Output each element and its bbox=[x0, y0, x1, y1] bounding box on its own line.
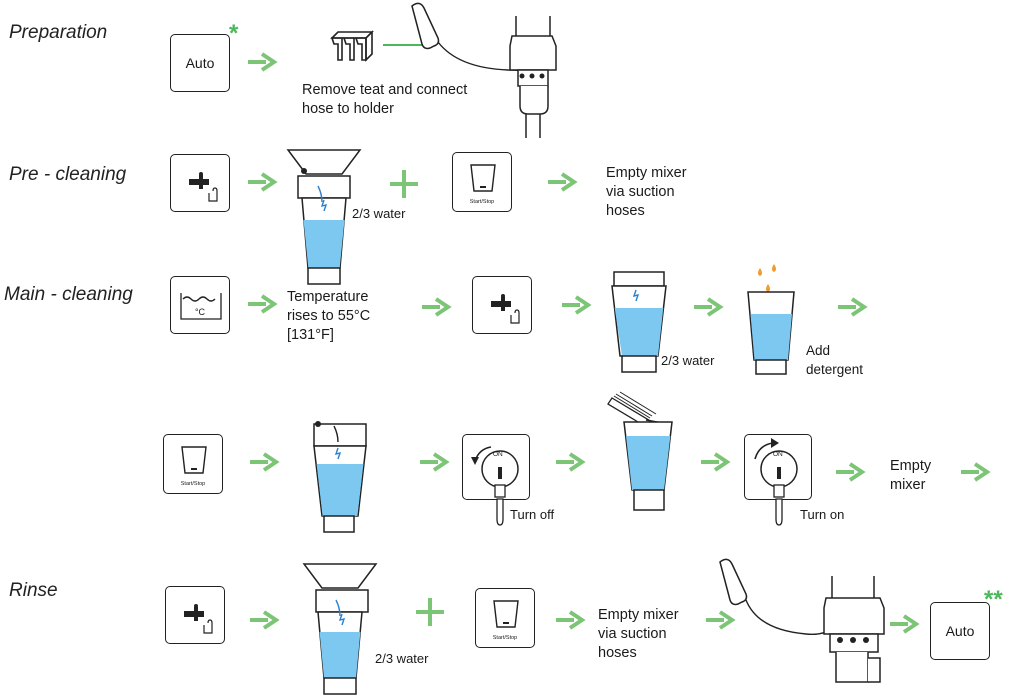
arrow-icon bbox=[694, 297, 724, 317]
empty-mixer-label: Empty mixer bbox=[890, 458, 932, 493]
start-stop-label: Start/Stop bbox=[180, 481, 206, 487]
empty-mixer-label: Empty mixer via suction hoses bbox=[606, 165, 687, 219]
remove-teat-label: Remove teat and connect hose to holder bbox=[302, 82, 468, 117]
arrow-icon bbox=[701, 452, 731, 472]
water-label: 2/3 water bbox=[352, 206, 406, 221]
auto-button: Auto bbox=[930, 602, 990, 660]
start-stop-label: Start/Stop bbox=[492, 635, 518, 641]
arrow-icon bbox=[248, 294, 278, 314]
arrow-icon bbox=[562, 295, 592, 315]
connector-line bbox=[383, 44, 429, 46]
mixer-icon bbox=[313, 421, 367, 533]
switch-icon bbox=[754, 438, 798, 526]
arrow-icon bbox=[556, 452, 586, 472]
section-title-rinse: Rinse bbox=[9, 580, 58, 601]
tap-hand-button bbox=[165, 586, 225, 644]
arrow-icon bbox=[548, 172, 578, 192]
auto-button: Auto bbox=[170, 34, 230, 92]
double-asterisk-marker: ** bbox=[984, 586, 1003, 613]
temperature-label: Temperature rises to 55°C [131°F] bbox=[287, 289, 371, 343]
arrow-icon bbox=[890, 614, 920, 634]
auto-button-label: Auto bbox=[185, 55, 215, 71]
heating-icon bbox=[180, 293, 222, 320]
auto-button-label: Auto bbox=[945, 623, 975, 639]
empty-mixer-label: Empty mixer via suction hoses bbox=[598, 607, 679, 661]
brush-mixer-icon bbox=[607, 391, 673, 511]
single-asterisk-marker: * bbox=[229, 20, 239, 47]
mixer-icon bbox=[286, 149, 362, 285]
mixer-icon bbox=[611, 271, 667, 373]
arrow-icon bbox=[422, 297, 452, 317]
arrow-icon bbox=[248, 172, 278, 192]
celsius-label: °C bbox=[194, 307, 206, 317]
tap-hand-icon bbox=[189, 172, 218, 202]
on-label: ON bbox=[493, 451, 503, 458]
add-detergent-label: Add detergent bbox=[806, 343, 864, 377]
tap-hand-button bbox=[170, 154, 230, 212]
arrow-icon bbox=[250, 610, 280, 630]
water-label: 2/3 water bbox=[661, 353, 715, 368]
detergent-mixer-icon bbox=[747, 264, 795, 375]
turn-off-label: Turn off bbox=[510, 507, 555, 522]
tap-hand-icon bbox=[491, 294, 520, 324]
section-title-preparation: Preparation bbox=[9, 22, 108, 43]
start-stop-icon bbox=[181, 446, 207, 474]
arrow-icon bbox=[961, 462, 991, 482]
turn-on-label: Turn on bbox=[800, 507, 845, 522]
on-label: ON bbox=[773, 451, 783, 458]
arrow-icon bbox=[556, 610, 586, 630]
arrow-icon bbox=[836, 462, 866, 482]
machine-icon bbox=[823, 576, 885, 683]
arrow-icon bbox=[420, 452, 450, 472]
section-title-main-cleaning: Main - cleaning bbox=[4, 284, 133, 305]
start-stop-label: Start/Stop bbox=[469, 199, 495, 205]
start-stop-button: Start/Stop bbox=[163, 434, 223, 494]
switch-on-button: ON bbox=[744, 434, 812, 526]
heating-button: °C bbox=[170, 276, 230, 334]
water-label: 2/3 water bbox=[375, 651, 429, 666]
arrow-icon bbox=[838, 297, 868, 317]
mixer-icon bbox=[302, 563, 378, 695]
switch-off-button: ON bbox=[462, 434, 530, 526]
arrow-icon bbox=[250, 452, 280, 472]
section-title-pre-cleaning: Pre - cleaning bbox=[9, 164, 127, 185]
start-stop-icon bbox=[493, 600, 519, 628]
plus-icon bbox=[416, 598, 444, 626]
plus-icon bbox=[390, 170, 418, 198]
start-stop-button: Start/Stop bbox=[475, 588, 535, 648]
start-stop-icon bbox=[470, 164, 496, 192]
start-stop-button: Start/Stop bbox=[452, 152, 512, 212]
switch-icon bbox=[471, 446, 519, 526]
arrow-icon bbox=[248, 52, 278, 72]
arrow-icon bbox=[706, 610, 736, 630]
machine-icon bbox=[509, 16, 557, 138]
tap-hand-button bbox=[472, 276, 532, 334]
hose-holder-icon bbox=[330, 30, 374, 62]
tap-hand-icon bbox=[184, 604, 213, 634]
